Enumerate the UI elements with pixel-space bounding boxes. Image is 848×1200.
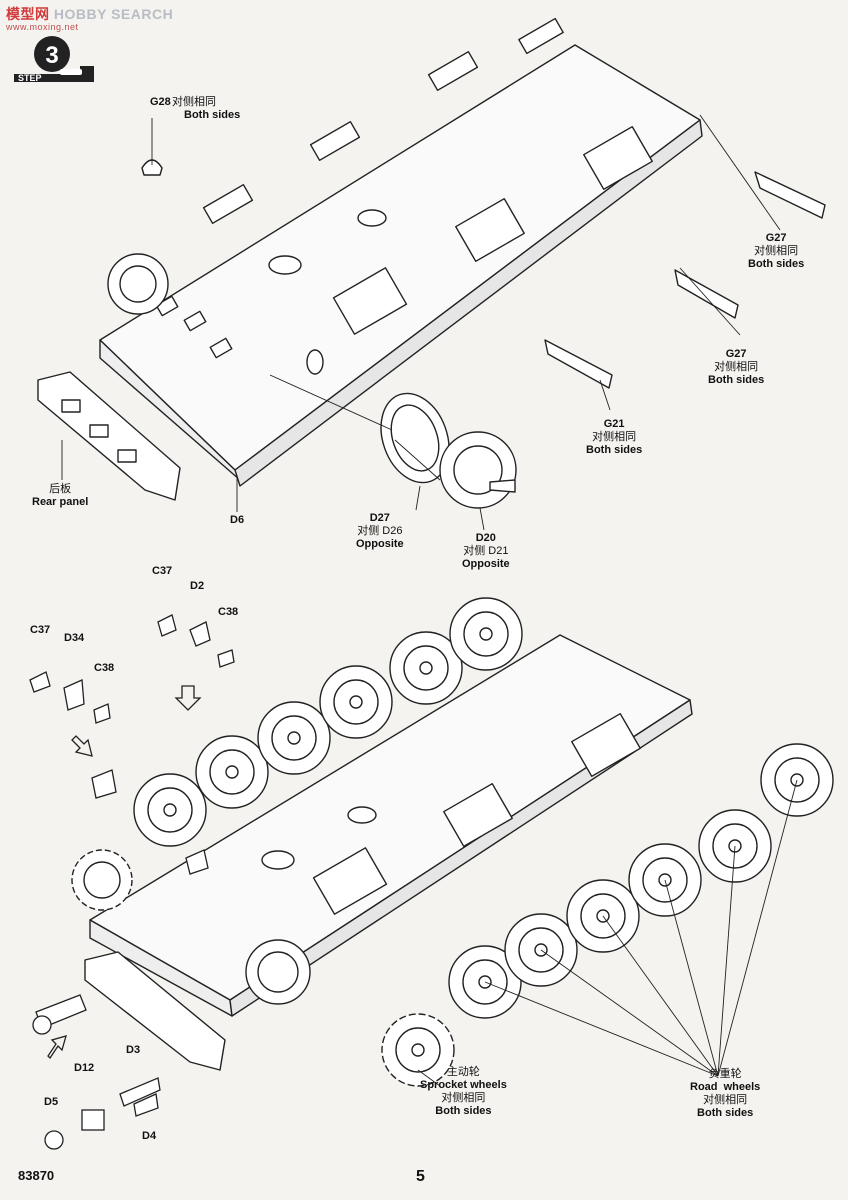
label-rear-panel: 后板 Rear panel — [32, 483, 88, 509]
note-cn: 主动轮 — [446, 1066, 480, 1078]
part-number: D4 — [142, 1130, 157, 1142]
part-number: C37 — [30, 624, 51, 636]
part-number: D5 — [44, 1096, 59, 1108]
part-number: G27 — [765, 232, 787, 244]
part-number: D2 — [190, 580, 205, 592]
label-c37-b: C37 — [30, 624, 50, 637]
part-number: D12 — [74, 1062, 95, 1074]
part-number: D6 — [230, 514, 245, 526]
label-d20: D20 对侧 D21 Opposite — [462, 532, 510, 571]
part-number: C38 — [94, 662, 115, 674]
note-cn: 对侧 D21 — [463, 545, 509, 557]
note-en-2: Both sides — [435, 1105, 492, 1117]
label-d2: D2 — [190, 580, 204, 593]
step-label: STEP — [18, 73, 42, 83]
note-en: Rear panel — [32, 496, 89, 508]
note-en: Sprocket wheels — [420, 1079, 507, 1091]
watermark-url: www.moxing.net — [6, 22, 79, 32]
part-number: D3 — [126, 1044, 141, 1056]
sprocket-wheels — [71, 849, 455, 1087]
leader-lines — [61, 114, 798, 1087]
label-d27: D27 对侧 D26 Opposite — [356, 512, 404, 551]
note-en: Both sides — [586, 444, 643, 456]
part-number: G28 — [150, 96, 171, 108]
label-d34: D34 — [64, 632, 84, 645]
label-sprocket-wheels: 主动轮 Sprocket wheels 对侧相同 Both sides — [420, 1066, 507, 1118]
label-g27-a: G27 对侧相同 Both sides — [748, 232, 804, 271]
rear-panel — [37, 371, 181, 501]
step-number: 3 — [45, 42, 58, 69]
label-d6: D6 — [230, 514, 244, 527]
part-number: G21 — [603, 418, 625, 430]
label-g21: G21 对侧相同 Both sides — [586, 418, 642, 457]
note-cn: 对侧相同 — [592, 431, 637, 443]
note-cn: 对侧 D26 — [357, 525, 403, 537]
note-en: Road wheels — [690, 1081, 761, 1093]
label-d12: D12 — [74, 1062, 94, 1075]
note-cn-2: 对侧相同 — [703, 1094, 748, 1106]
note-en-2: Both sides — [697, 1107, 754, 1119]
note-en: Both sides — [708, 374, 765, 386]
label-road-wheels: 负重轮 Road wheels 对侧相同 Both sides — [690, 1068, 760, 1120]
label-g28-note: 对侧相同 Both sides — [172, 96, 240, 122]
note-cn: 负重轮 — [708, 1068, 742, 1080]
note-cn: 对侧相同 — [714, 361, 759, 373]
watermark-brand-cn: 模型网 — [6, 6, 50, 22]
label-g28: G28 — [150, 96, 171, 109]
note-en: Both sides — [184, 109, 241, 121]
label-d4: D4 — [142, 1130, 156, 1143]
label-d5: D5 — [44, 1096, 58, 1109]
label-c38-b: C38 — [94, 662, 114, 675]
note-cn: 对侧相同 — [172, 96, 216, 108]
label-g27-b: G27 对侧相同 Both sides — [708, 348, 764, 387]
assembly-arrows — [47, 685, 202, 1060]
watermark-brand-en: HOBBY SEARCH — [53, 6, 174, 22]
step-badge: 3 STEP — [14, 36, 94, 83]
note-cn: 后板 — [49, 483, 72, 495]
kit-number: 83870 — [18, 1168, 55, 1183]
label-c37-a: C37 — [152, 565, 172, 578]
page-number: 5 — [416, 1168, 425, 1185]
part-number: D27 — [369, 512, 390, 524]
part-number: C37 — [152, 565, 173, 577]
label-d3: D3 — [126, 1044, 140, 1057]
watermark-logo: 模型网 HOBBY SEARCH www.moxing.net — [6, 4, 174, 32]
upper-hull — [99, 17, 703, 487]
part-number: G27 — [725, 348, 747, 360]
note-cn-2: 对侧相同 — [441, 1092, 486, 1104]
part-number: C38 — [218, 606, 239, 618]
idler-parts — [380, 392, 517, 509]
lower-hull — [84, 634, 693, 1071]
label-c38-a: C38 — [218, 606, 238, 619]
part-number: D34 — [64, 632, 85, 644]
note-en: Opposite — [462, 558, 510, 570]
small-parts — [29, 614, 235, 1150]
note-en: Opposite — [356, 538, 404, 550]
note-cn: 对侧相同 — [754, 245, 799, 257]
note-en: Both sides — [748, 258, 805, 270]
part-number: D20 — [475, 532, 496, 544]
